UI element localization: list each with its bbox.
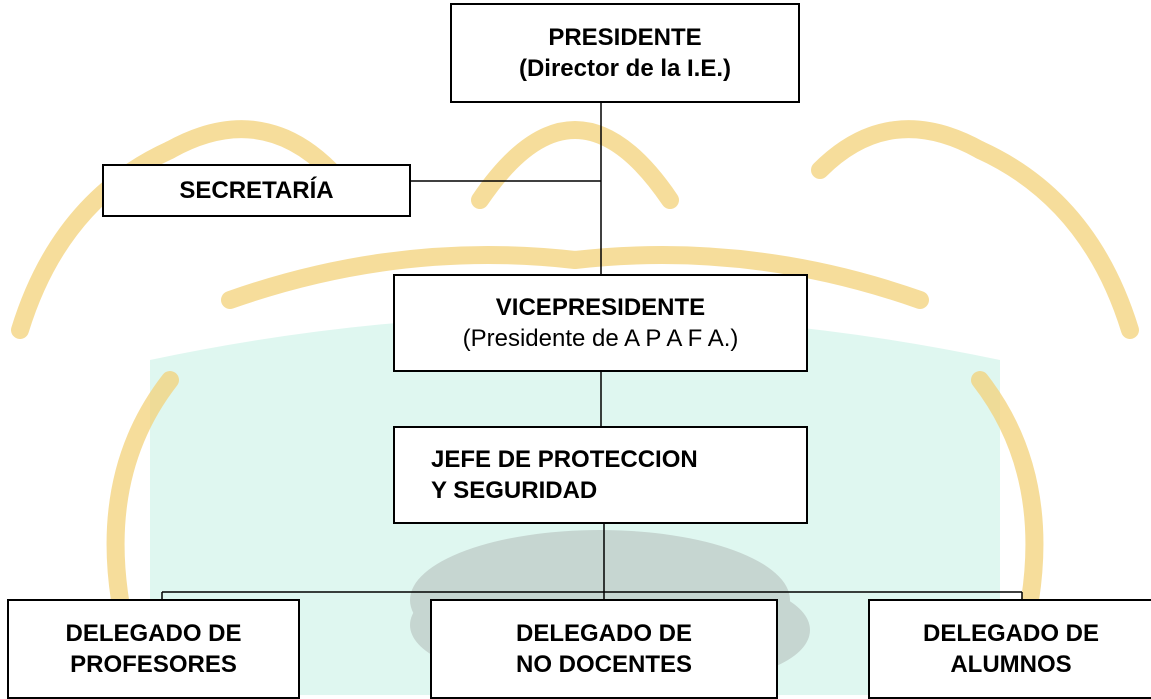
delegate-students-line2: ALUMNOS [950, 651, 1072, 678]
delegate-nonteaching-line2: NO DOCENTES [515, 651, 692, 678]
vicepresident-node: VICEPRESIDENTE (Presidente de A P A F A.… [393, 274, 808, 372]
delegate-teachers-node: DELEGADO DE PROFESORES [7, 599, 300, 699]
delegate-students-node: DELEGADO DE ALUMNOS [868, 599, 1151, 699]
security-chief-line1: JEFE DE PROTECCION [431, 446, 698, 473]
delegate-teachers-line1: DELEGADO DE [65, 620, 242, 647]
vicepresident-title: VICEPRESIDENTE [495, 294, 706, 321]
security-chief-node: JEFE DE PROTECCION Y SEGURIDAD [393, 426, 808, 524]
vicepresident-subtitle: (Presidente de A P A F A.) [462, 325, 739, 352]
president-subtitle: (Director de la I.E.) [518, 55, 732, 82]
secretary-label: SECRETARÍA [179, 177, 334, 204]
delegate-nonteaching-line1: DELEGADO DE [515, 620, 692, 647]
secretary-node: SECRETARÍA [102, 164, 411, 217]
president-node: PRESIDENTE (Director de la I.E.) [450, 3, 800, 103]
delegate-nonteaching-node: DELEGADO DE NO DOCENTES [430, 599, 778, 699]
watermark-gold-ornament [11, 120, 1139, 609]
president-title: PRESIDENTE [548, 24, 702, 51]
delegate-teachers-line2: PROFESORES [70, 651, 237, 678]
delegate-students-line1: DELEGADO DE [922, 620, 1099, 647]
security-chief-line2: Y SEGURIDAD [431, 477, 598, 504]
